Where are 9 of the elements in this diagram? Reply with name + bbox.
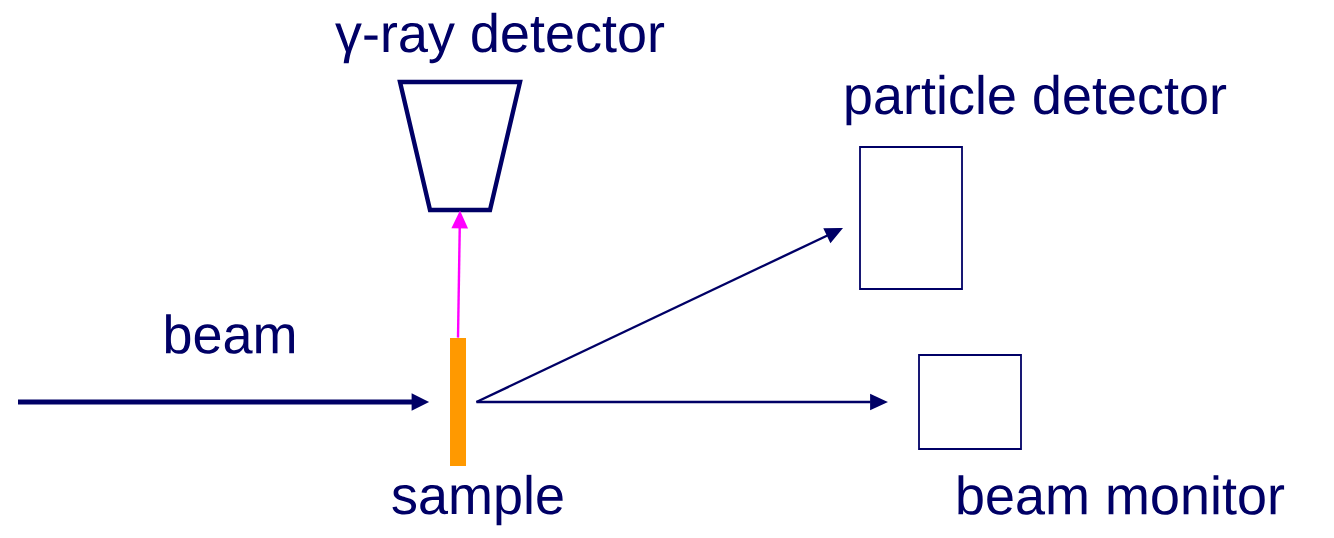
sample-bar: sample [392, 338, 563, 526]
node-label: beam monitor [958, 475, 1285, 515]
detector-box: beam monitor [918, 354, 1285, 515]
detector-trapezoid: γ-ray detector [335, 12, 665, 213]
node-label: particle detector [846, 74, 1227, 126]
edge-label: beam [165, 314, 294, 354]
node-label: γ-ray detector [335, 12, 665, 64]
node-label: sample [392, 474, 563, 526]
detector-box: particle detector [846, 74, 1227, 290]
